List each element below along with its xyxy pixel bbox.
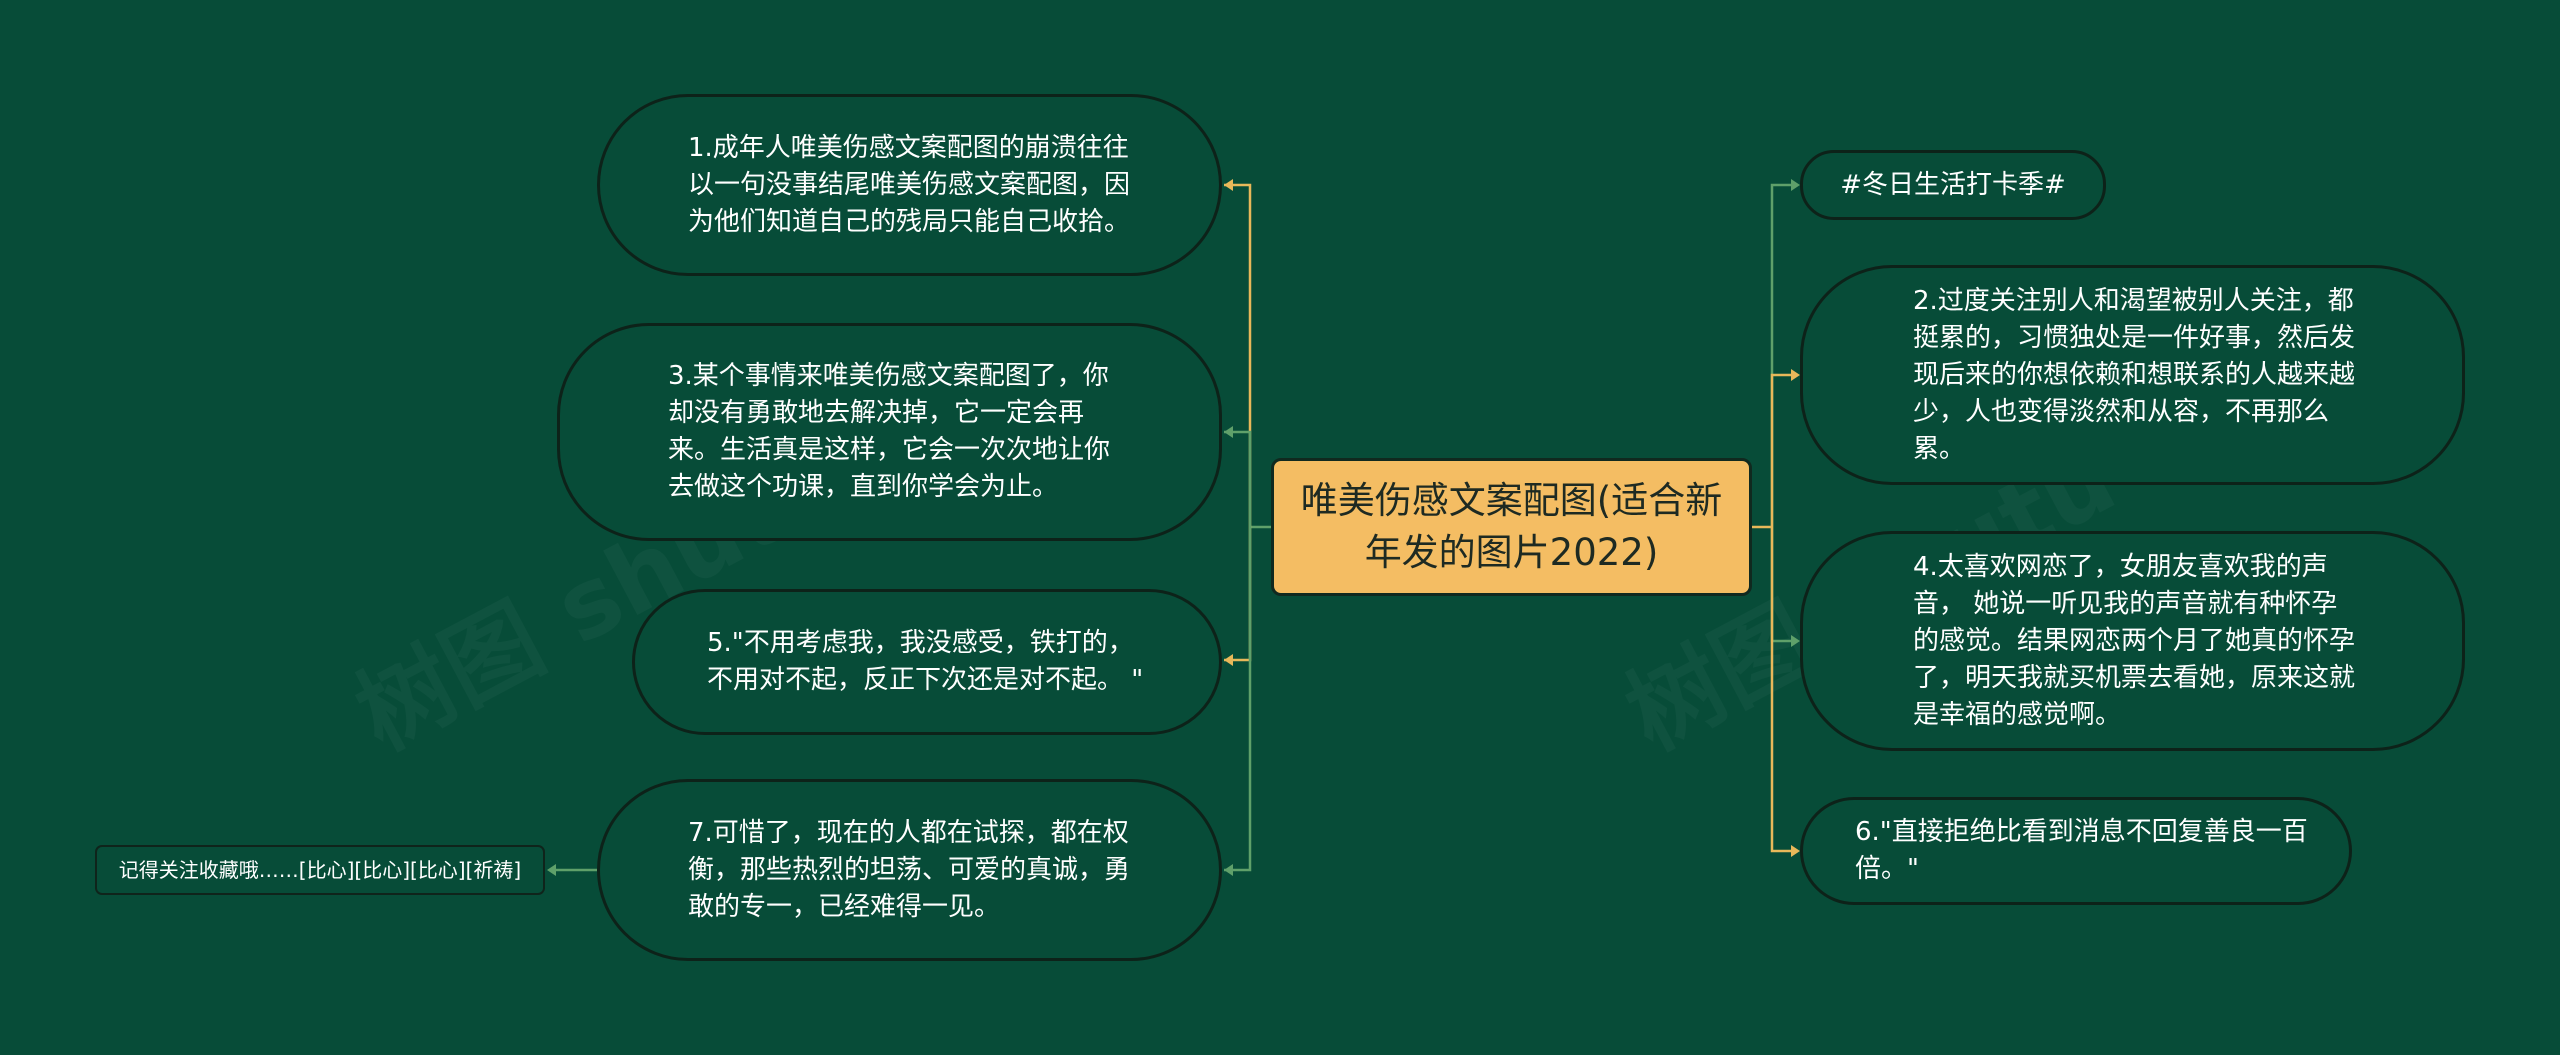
connector-line (1770, 373, 1798, 527)
topic-node-1[interactable]: 1.成年人唯美伤感文案配图的崩溃往往以一句没事结尾唯美伤感文案配图，因为他们知道… (597, 94, 1222, 276)
connector-line (1224, 527, 1252, 872)
connector-arrow (1224, 179, 1233, 191)
topic-node-2[interactable]: 2.过度关注别人和渴望被别人关注，都挺累的，习惯独处是一件好事，然后发现后来的你… (1800, 265, 2465, 485)
topic-node-6[interactable]: 6."直接拒绝比看到消息不回复善良一百倍。" (1800, 797, 2352, 905)
connector-line (1224, 183, 1252, 527)
topic-node-4[interactable]: 4.太喜欢网恋了，女朋友喜欢我的声音， 她说一听见我的声音就有种怀孕的感觉。结果… (1800, 531, 2465, 751)
topic-node-7[interactable]: 7.可惜了，现在的人都在试探，都在权衡，那些热烈的坦荡、可爱的真诚，勇敢的专一，… (597, 779, 1222, 961)
central-topic-text: 唯美伤感文案配图(适合新年发的图片2022) (1300, 479, 1723, 574)
connector-arrow (547, 864, 556, 876)
connector-line (1770, 183, 1798, 527)
topic-node-5-text: 5."不用考虑我，我没感受，铁打的，不用对不起，反正下次还是对不起。 " (707, 628, 1144, 695)
topic-node-5[interactable]: 5."不用考虑我，我没感受，铁打的，不用对不起，反正下次还是对不起。 " (632, 589, 1222, 735)
connector-arrow (1791, 635, 1800, 647)
hashtag-node-text: #冬日生活打卡季# (1840, 169, 2066, 200)
connector-arrow (1791, 845, 1800, 857)
connector-arrow (1791, 369, 1800, 381)
connector-arrow (1224, 426, 1233, 438)
topic-node-3[interactable]: 3.某个事情来唯美伤感文案配图了，你却没有勇敢地去解决掉，它一定会再来。生活真是… (557, 323, 1222, 541)
connector-arrow (1224, 654, 1233, 666)
topic-node-6-text: 6."直接拒绝比看到消息不回复善良一百倍。" (1855, 817, 2308, 884)
connector-line (1224, 527, 1252, 662)
leaf-node-text: 记得关注收藏哦……[比心][比心][比心][祈祷] (118, 858, 522, 882)
connector-line (1224, 430, 1252, 527)
topic-node-1-text: 1.成年人唯美伤感文案配图的崩溃往往以一句没事结尾唯美伤感文案配图，因为他们知道… (688, 132, 1131, 237)
hashtag-node[interactable]: #冬日生活打卡季# (1800, 150, 2106, 220)
topic-node-7-text: 7.可惜了，现在的人都在试探，都在权衡，那些热烈的坦荡、可爱的真诚，勇敢的专一，… (688, 817, 1131, 922)
connector-line (1770, 527, 1798, 643)
connector-arrow (1791, 179, 1800, 191)
connector-line (1770, 527, 1798, 853)
leaf-node[interactable]: 记得关注收藏哦……[比心][比心][比心][祈祷] (95, 845, 545, 895)
topic-node-2-text: 2.过度关注别人和渴望被别人关注，都挺累的，习惯独处是一件好事，然后发现后来的你… (1913, 285, 2356, 464)
topic-node-3-text: 3.某个事情来唯美伤感文案配图了，你却没有勇敢地去解决掉，它一定会再来。生活真是… (668, 361, 1111, 502)
central-topic[interactable]: 唯美伤感文案配图(适合新年发的图片2022) (1271, 458, 1752, 596)
connector-arrow (1224, 864, 1233, 876)
topic-node-4-text: 4.太喜欢网恋了，女朋友喜欢我的声音， 她说一听见我的声音就有种怀孕的感觉。结果… (1913, 551, 2356, 730)
